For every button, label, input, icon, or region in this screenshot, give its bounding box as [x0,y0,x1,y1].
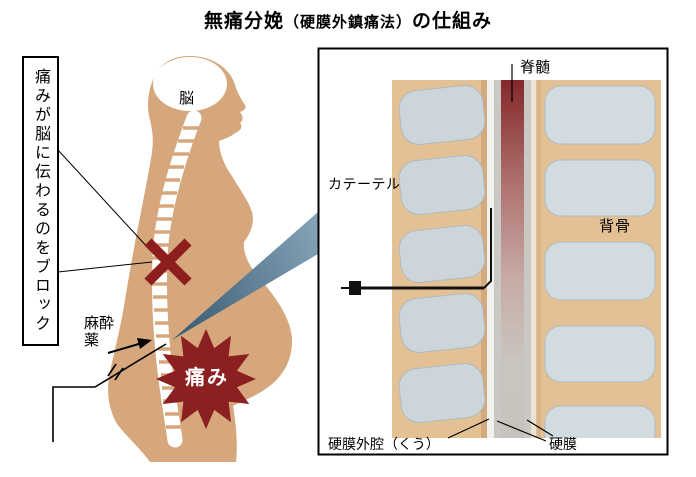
dura-label: 硬膜 [549,436,577,452]
pain-label: 痛み [185,367,229,389]
dura-left-layer [494,80,501,438]
pain-burst [156,329,256,429]
page-title: 無痛分娩（硬膜外鎮痛法）の仕組み [0,6,696,33]
pain-block-note: 痛みが脳に伝わるのをブロック [22,56,59,346]
vertebral-bodies [544,85,656,438]
spinous-processes [398,85,486,423]
inset-catheter [341,208,492,295]
anesthetic-arrow [107,338,152,354]
brain-shape [153,57,227,111]
title-suffix: の仕組み [412,11,493,32]
x-mark [144,238,192,286]
zoom-wedge [172,212,318,340]
brain-label: 脳 [179,90,195,107]
backbone-label: 背骨 [599,218,632,235]
title-paren: （硬膜外鎮痛法） [283,14,412,31]
dura-right-layer [524,80,531,438]
inset-anatomy [392,80,661,438]
note-leader-lines [57,149,153,273]
inset-leader-lines [447,64,554,442]
anesthetic-label: 麻酔薬 [84,315,115,350]
epidural-space-label: 硬膜外腔（くう） [328,436,440,452]
catheter-label: カテーテル [328,176,401,192]
body-catheter-line [52,343,167,442]
pregnant-body-silhouette [108,56,293,462]
title-main: 無痛分娩 [203,11,284,32]
spinal-cord [501,80,524,438]
spinal-cord-label: 脊髄 [520,59,551,76]
